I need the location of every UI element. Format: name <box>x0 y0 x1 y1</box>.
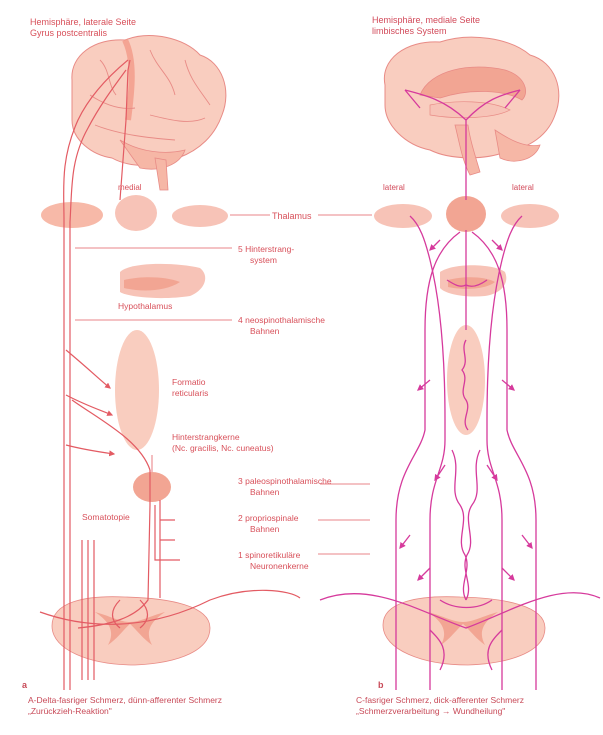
left-panel: Hemisphäre, laterale Seite Gyrus postcen… <box>22 17 300 716</box>
label-5-line-1: 5 Hinterstrang- <box>238 244 294 254</box>
label-3-line-1: 3 paleospinothalamische <box>238 476 332 486</box>
left-caption-2: „Zurückzieh-Reaktion" <box>28 706 112 716</box>
label-4-line-2: Bahnen <box>250 326 280 336</box>
panel-letter-b: b <box>378 680 384 690</box>
right-panel: Hemisphäre, mediale Seite limbisches Sys… <box>320 15 600 716</box>
brain-lateral-drawing <box>72 36 226 190</box>
spinal-cord-left <box>52 597 210 665</box>
right-caption-1: C-fasriger Schmerz, dick-afferenter Schm… <box>356 695 524 705</box>
label-hinterstrang-1: Hinterstrangkerne <box>172 432 240 442</box>
lateral-nucleus-left <box>172 205 228 227</box>
label-2-line-2: Bahnen <box>250 524 280 534</box>
label-4-line-1: 4 neospinothalamische <box>238 315 325 325</box>
medial-nucleus <box>115 195 157 231</box>
formatio-reticularis-shape <box>115 330 159 450</box>
right-header-2: limbisches System <box>372 26 447 36</box>
left-header-1: Hemisphäre, laterale Seite <box>30 17 136 27</box>
label-somatotopie: Somatotopie <box>82 512 130 522</box>
left-caption-1: A-Delta-fasriger Schmerz, dünn-afferente… <box>28 695 222 705</box>
label-formatio-1: Formatio <box>172 377 206 387</box>
left-header-2: Gyrus postcentralis <box>30 28 108 38</box>
lateral-nucleus-right-2 <box>501 204 559 228</box>
label-hinterstrang-2: (Nc. gracilis, Nc. cuneatus) <box>172 443 274 453</box>
lateral-nucleus-right-1 <box>374 204 432 228</box>
hinterstrangkerne-shape <box>133 472 171 502</box>
right-caption-2: „Schmerzverarbeitung → Wundheilung" <box>356 706 505 716</box>
label-lateral-left: lateral <box>383 183 405 192</box>
medial-thalamus-right <box>446 196 486 232</box>
panel-letter-a: a <box>22 680 28 690</box>
label-formatio-2: reticularis <box>172 388 208 398</box>
label-1-line-2: Neuronenkerne <box>250 561 309 571</box>
right-header-1: Hemisphäre, mediale Seite <box>372 15 480 25</box>
label-2-line-1: 2 propriospinale <box>238 513 299 523</box>
thalamus-nucleus-left <box>41 202 103 228</box>
brain-medial-drawing <box>384 37 558 175</box>
label-lateral-right: lateral <box>512 183 534 192</box>
label-1-line-1: 1 spinoretikuläre <box>238 550 301 560</box>
label-thalamus: Thalamus <box>272 211 312 221</box>
label-3-line-2: Bahnen <box>250 487 280 497</box>
label-5-line-2: system <box>250 255 277 265</box>
label-hypothalamus: Hypothalamus <box>118 301 172 311</box>
